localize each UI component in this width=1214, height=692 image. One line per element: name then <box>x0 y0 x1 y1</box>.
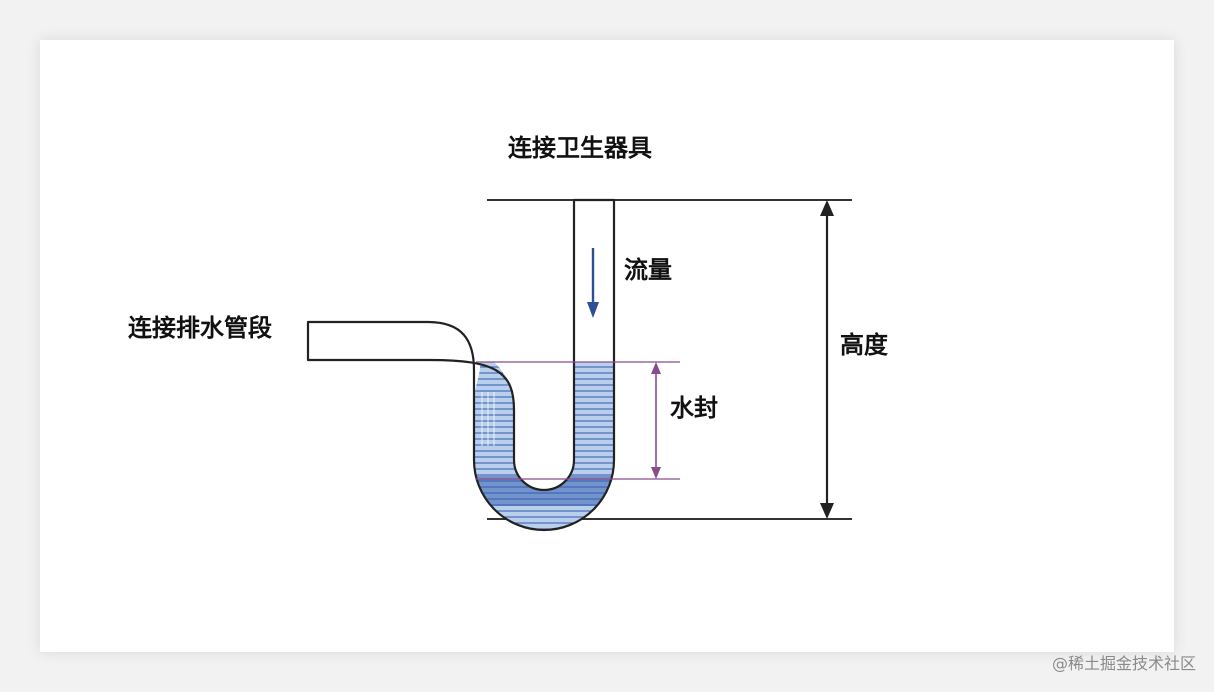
water-seal-label: 水封 <box>670 394 718 422</box>
fixture-connection-label: 连接卫生器具 <box>508 134 652 162</box>
flow-label: 流量 <box>624 256 672 284</box>
seal-dimension-arrow <box>651 362 661 479</box>
pipe-outline <box>306 198 616 532</box>
diagram-card <box>40 40 1174 652</box>
water-seal-region <box>440 362 614 530</box>
watermark-text: @稀土掘金技术社区 <box>1051 654 1196 673</box>
drain-connection-label: 连接排水管段 <box>128 314 272 342</box>
height-dimension-arrow <box>820 200 834 519</box>
flow-arrow <box>587 248 599 318</box>
height-label: 高度 <box>840 331 888 359</box>
